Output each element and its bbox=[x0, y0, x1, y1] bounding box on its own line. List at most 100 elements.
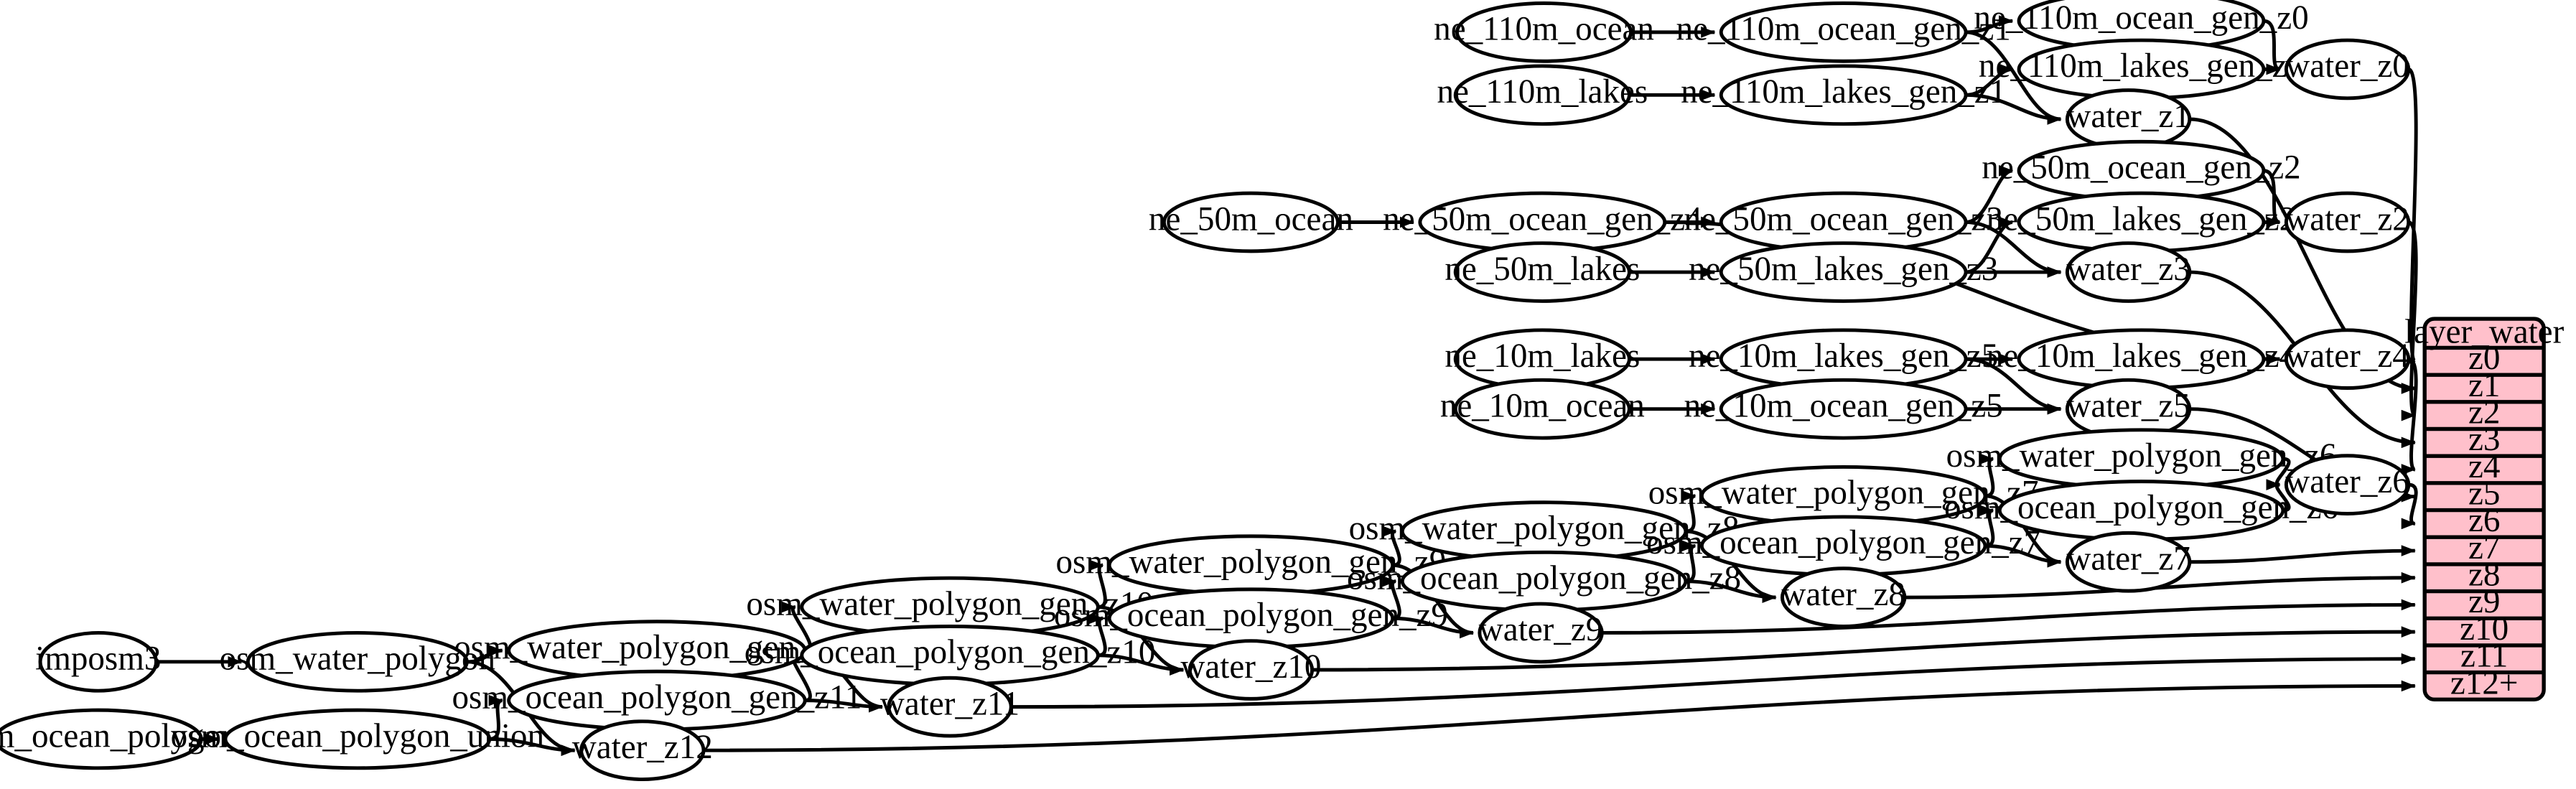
graph-node-osm_water_polygon[interactable]: osm_water_polygon bbox=[220, 630, 495, 693]
graph-node-water_z12[interactable]: water_z12 bbox=[572, 719, 713, 782]
record-row-z5[interactable]: z5 bbox=[2468, 475, 2500, 513]
node-ellipse bbox=[1455, 1, 1633, 63]
graph-edge bbox=[2189, 545, 2416, 564]
record-row-z0[interactable]: z0 bbox=[2468, 340, 2500, 377]
graph-node-ne_110m_lakes_gen_z0[interactable]: ne_110m_lakes_gen_z0 bbox=[1979, 38, 2304, 101]
graph-node-osm_ocean_polygon[interactable]: osm_ocean_polygon bbox=[0, 708, 238, 770]
graph-node-ne_10m_ocean_gen_z5[interactable]: ne_10m_ocean_gen_z5 bbox=[1684, 378, 2003, 440]
graph-node-osm_water_polygon_gen_z7[interactable]: osm_water_polygon_gen_z7 bbox=[1648, 464, 2039, 527]
node-label: osm_ocean_polygon_gen_z8 bbox=[1347, 559, 1741, 597]
record-row-z12+[interactable]: z12+ bbox=[2450, 664, 2519, 701]
node-label: osm_ocean_polygon_gen_z6 bbox=[1944, 489, 2338, 526]
graph-node-ne_110m_lakes_gen_z1[interactable]: ne_110m_lakes_gen_z1 bbox=[1681, 64, 2006, 126]
graph-node-osm_ocean_polygon_gen_z7[interactable]: osm_ocean_polygon_gen_z7 bbox=[1646, 515, 2040, 577]
record-row-z8[interactable]: z8 bbox=[2468, 556, 2500, 594]
node-label: osm_water_polygon_gen_z10 bbox=[746, 585, 1153, 622]
graph-node-osm_water_polygon_gen_z11[interactable]: osm_water_polygon_gen_z11 bbox=[454, 620, 860, 681]
node-label: osm_ocean_polygon bbox=[0, 717, 238, 755]
graph-node-osm_water_polygon_gen_z6[interactable]: osm_water_polygon_gen_z6 bbox=[1946, 428, 2337, 490]
record-row-z1[interactable]: z1 bbox=[2468, 367, 2500, 404]
node-ellipse bbox=[2065, 531, 2192, 593]
node-label: osm_ocean_polygon_gen_z9 bbox=[1054, 597, 1448, 634]
graph-node-osm_ocean_polygon_gen_z11[interactable]: osm_ocean_polygon_gen_z11 bbox=[452, 669, 862, 732]
node-ellipse bbox=[2065, 241, 2192, 303]
graph-node-water_z10[interactable]: water_z10 bbox=[1180, 639, 1321, 701]
record-row-z7[interactable]: z7 bbox=[2468, 529, 2500, 566]
graph-node-ne_10m_lakes[interactable]: ne_10m_lakes bbox=[1445, 328, 1640, 390]
node-ellipse bbox=[2284, 38, 2411, 101]
graph-node-osm_water_polygon_gen_z9[interactable]: osm_water_polygon_gen_z9 bbox=[1055, 534, 1446, 597]
graph-node-water_z8[interactable]: water_z8 bbox=[1780, 566, 1907, 628]
graph-edge bbox=[1966, 93, 2062, 125]
record-row-z11[interactable]: z11 bbox=[2460, 638, 2508, 675]
node-ellipse bbox=[1453, 378, 1631, 440]
graph-node-water_z1[interactable]: water_z1 bbox=[2065, 88, 2192, 150]
graph-node-osm_ocean_polygon_gen_z10[interactable]: osm_ocean_polygon_gen_z10 bbox=[745, 625, 1156, 686]
graph-node-ne_110m_lakes[interactable]: ne_110m_lakes bbox=[1437, 64, 1648, 126]
record-node-layer-water[interactable]: layer_waterz0z1z2z3z4z5z6z7z8z9z10z11z12… bbox=[2404, 313, 2564, 701]
node-label: ne_10m_ocean_gen_z5 bbox=[1684, 387, 2002, 424]
graph-node-ne_50m_ocean[interactable]: ne_50m_ocean bbox=[1149, 191, 1353, 253]
node-label: osm_ocean_polygon_gen_z10 bbox=[745, 634, 1156, 671]
graph-node-water_z9[interactable]: water_z9 bbox=[1478, 602, 1604, 664]
record-row-z2[interactable]: z2 bbox=[2468, 393, 2500, 431]
graph-node-ne_110m_ocean[interactable]: ne_110m_ocean bbox=[1434, 1, 1654, 63]
node-ellipse bbox=[2284, 191, 2411, 253]
graph-node-ne_110m_ocean_gen_z1[interactable]: ne_110m_ocean_gen_z1 bbox=[1676, 1, 2011, 63]
node-label: water_z4 bbox=[2285, 337, 2409, 375]
graph-node-ne_50m_ocean_gen_z3[interactable]: ne_50m_ocean_gen_z3 bbox=[1684, 191, 2003, 253]
graph-edge bbox=[1602, 599, 2416, 635]
record-title: layer_water bbox=[2404, 313, 2564, 350]
node-label: ne_10m_ocean bbox=[1440, 387, 1645, 424]
graph-node-water_z2[interactable]: water_z2 bbox=[2284, 191, 2411, 253]
graph-node-osm_ocean_polygon_union[interactable]: osm_ocean_polygon_union bbox=[171, 708, 544, 770]
node-label: ne_110m_ocean_gen_z1 bbox=[1676, 11, 2011, 48]
graph-node-water_z11[interactable]: water_z11 bbox=[880, 676, 1019, 738]
graph-node-osm_ocean_polygon_gen_z8[interactable]: osm_ocean_polygon_gen_z8 bbox=[1347, 550, 1741, 612]
record-row-z6[interactable]: z6 bbox=[2468, 502, 2500, 539]
graph-node-ne_50m_lakes[interactable]: ne_50m_lakes bbox=[1445, 241, 1640, 303]
graph-node-ne_10m_lakes_gen_z4[interactable]: ne_10m_lakes_gen_z4 bbox=[1987, 328, 2296, 390]
graph-node-water_z7[interactable]: water_z7 bbox=[2065, 531, 2192, 593]
node-label: water_z8 bbox=[1781, 576, 1905, 613]
node-label: ne_10m_lakes_gen_z4 bbox=[1987, 337, 2296, 375]
graph-node-water_z0[interactable]: water_z0 bbox=[2284, 38, 2411, 101]
graph-node-water_z4[interactable]: water_z4 bbox=[2284, 328, 2411, 390]
graph-node-water_z6[interactable]: water_z6 bbox=[2284, 454, 2411, 515]
node-label: water_z7 bbox=[2066, 541, 2190, 578]
graph-node-ne_50m_ocean_gen_z4[interactable]: ne_50m_ocean_gen_z4 bbox=[1383, 191, 1702, 253]
node-ellipse bbox=[1719, 241, 1968, 303]
node-label: ne_50m_lakes bbox=[1445, 251, 1640, 288]
graph-node-imposm3[interactable]: imposm3 bbox=[35, 630, 161, 693]
node-label: water_z11 bbox=[880, 685, 1019, 722]
node-label: osm_water_polygon_gen_z7 bbox=[1648, 475, 2039, 512]
record-row-z4[interactable]: z4 bbox=[2468, 448, 2500, 485]
graph-node-osm_water_polygon_gen_z8[interactable]: osm_water_polygon_gen_z8 bbox=[1349, 500, 1740, 562]
node-label: ne_110m_ocean_gen_z0 bbox=[1974, 0, 2308, 37]
node-label: water_z9 bbox=[1479, 611, 1603, 648]
graph-node-water_z5[interactable]: water_z5 bbox=[2065, 378, 2192, 440]
node-label: water_z1 bbox=[2066, 98, 2190, 135]
record-row-z9[interactable]: z9 bbox=[2468, 583, 2500, 620]
graph-node-ne_50m_lakes_gen_z3[interactable]: ne_50m_lakes_gen_z3 bbox=[1689, 241, 1998, 303]
record-row-z10[interactable]: z10 bbox=[2460, 610, 2509, 648]
graph-node-ne_110m_ocean_gen_z0[interactable]: ne_110m_ocean_gen_z0 bbox=[1974, 0, 2309, 52]
graph-node-ne_10m_ocean[interactable]: ne_10m_ocean bbox=[1440, 378, 1645, 440]
graph-node-water_z3[interactable]: water_z3 bbox=[2065, 241, 2192, 303]
graph-node-ne_50m_ocean_gen_z2[interactable]: ne_50m_ocean_gen_z2 bbox=[1982, 139, 2301, 202]
record-row-z3[interactable]: z3 bbox=[2468, 421, 2500, 458]
node-ellipse bbox=[246, 630, 469, 693]
node-ellipse bbox=[223, 708, 492, 770]
node-label: ne_50m_ocean_gen_z3 bbox=[1684, 200, 2002, 238]
graph-edge bbox=[1685, 579, 1777, 603]
node-ellipse bbox=[1719, 64, 1968, 126]
node-ellipse bbox=[1187, 639, 1315, 701]
node-ellipse bbox=[1719, 378, 1968, 440]
graph-node-osm_water_polygon_gen_z10[interactable]: osm_water_polygon_gen_z10 bbox=[746, 576, 1154, 638]
graph-node-ne_50m_lakes_gen_z2[interactable]: ne_50m_lakes_gen_z2 bbox=[1987, 191, 2296, 253]
graph-edge bbox=[1098, 653, 1185, 676]
node-ellipse bbox=[38, 630, 158, 693]
